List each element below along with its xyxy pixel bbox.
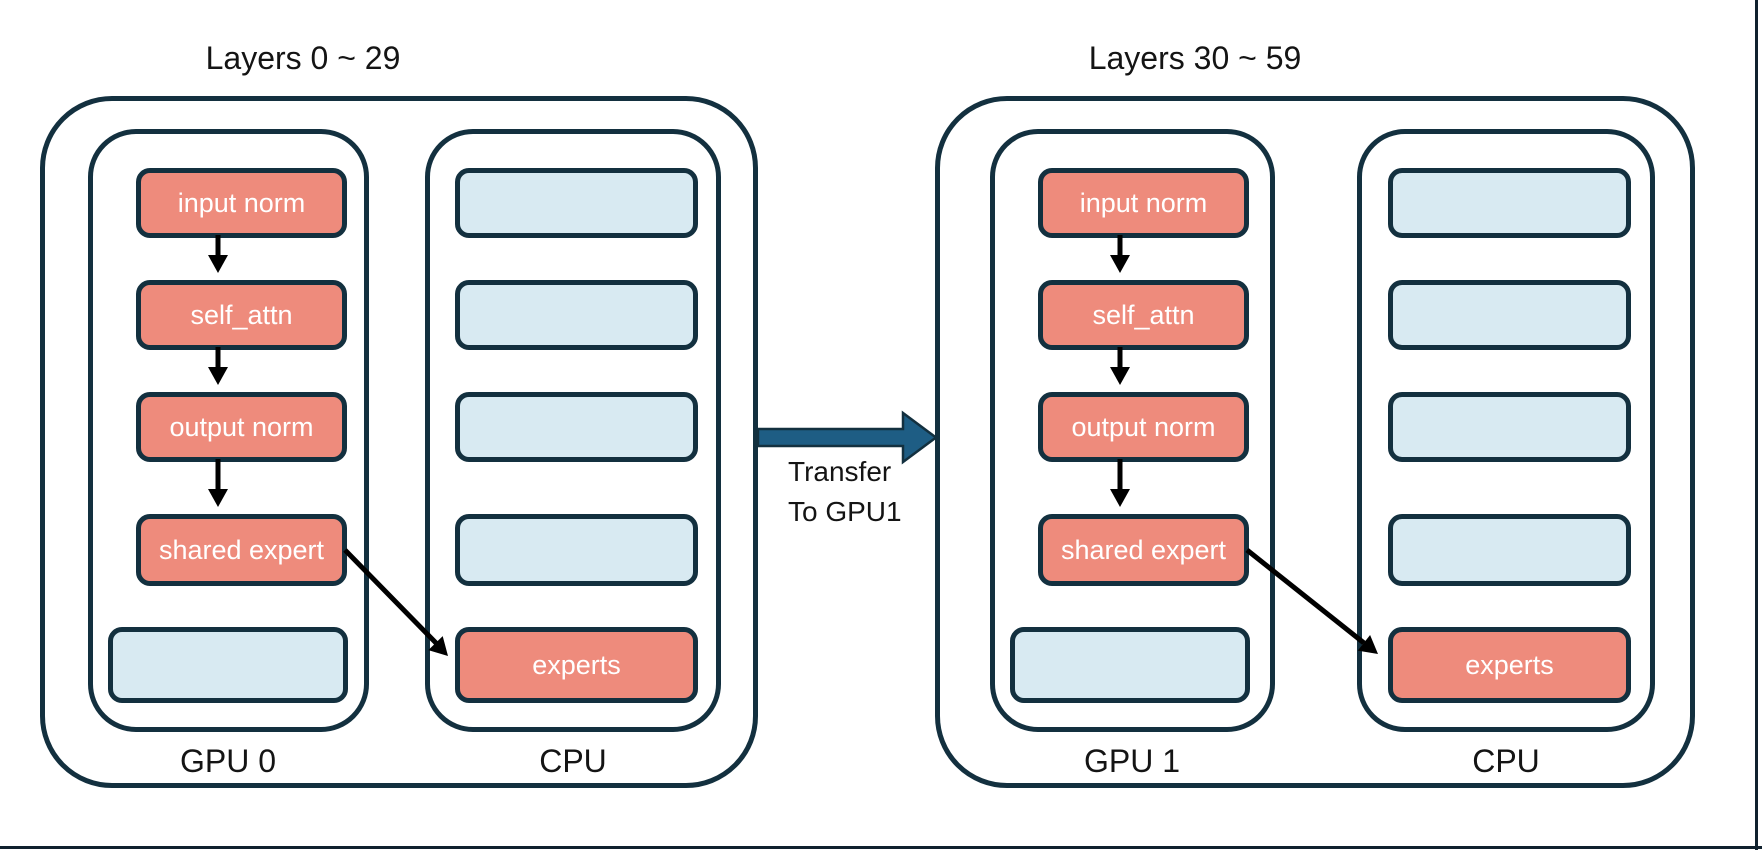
module-box-experts: experts xyxy=(455,627,698,703)
cpu-label-left: CPU xyxy=(539,743,607,779)
pipeline-group-layers-0-29: input norm self_attn output norm shared … xyxy=(40,96,758,788)
empty-slot-box xyxy=(1388,168,1631,238)
module-box-output-norm: output norm xyxy=(136,392,347,462)
module-box-shared-expert: shared expert xyxy=(1038,514,1249,586)
empty-slot-box xyxy=(1388,280,1631,350)
cpu-label-right: CPU xyxy=(1472,743,1540,779)
transfer-label: Transfer To GPU1 xyxy=(788,452,902,532)
empty-slot-box xyxy=(108,627,348,703)
transfer-label-line1: Transfer xyxy=(788,456,892,487)
empty-slot-box xyxy=(455,392,698,462)
gpu0-label: GPU 0 xyxy=(179,743,277,779)
layers-title-left: Layers 0 ~ 29 xyxy=(205,40,401,76)
empty-slot-box xyxy=(1388,514,1631,586)
empty-slot-box xyxy=(1010,627,1250,703)
slide-right-edge xyxy=(1755,0,1758,850)
transfer-label-line2: To GPU1 xyxy=(788,496,902,527)
gpu1-label: GPU 1 xyxy=(1083,743,1181,779)
pipeline-group-layers-30-59: input norm self_attn output norm shared … xyxy=(935,96,1695,788)
module-box-experts: experts xyxy=(1388,627,1631,703)
module-box-output-norm: output norm xyxy=(1038,392,1249,462)
module-box-input-norm: input norm xyxy=(136,168,347,238)
module-box-self-attn: self_attn xyxy=(1038,280,1249,350)
slide-bottom-edge xyxy=(0,846,1762,849)
module-box-input-norm: input norm xyxy=(1038,168,1249,238)
layers-title-right: Layers 30 ~ 59 xyxy=(1088,40,1302,76)
empty-slot-box xyxy=(455,168,698,238)
module-box-self-attn: self_attn xyxy=(136,280,347,350)
module-box-shared-expert: shared expert xyxy=(136,514,347,586)
empty-slot-box xyxy=(455,514,698,586)
empty-slot-box xyxy=(455,280,698,350)
empty-slot-box xyxy=(1388,392,1631,462)
